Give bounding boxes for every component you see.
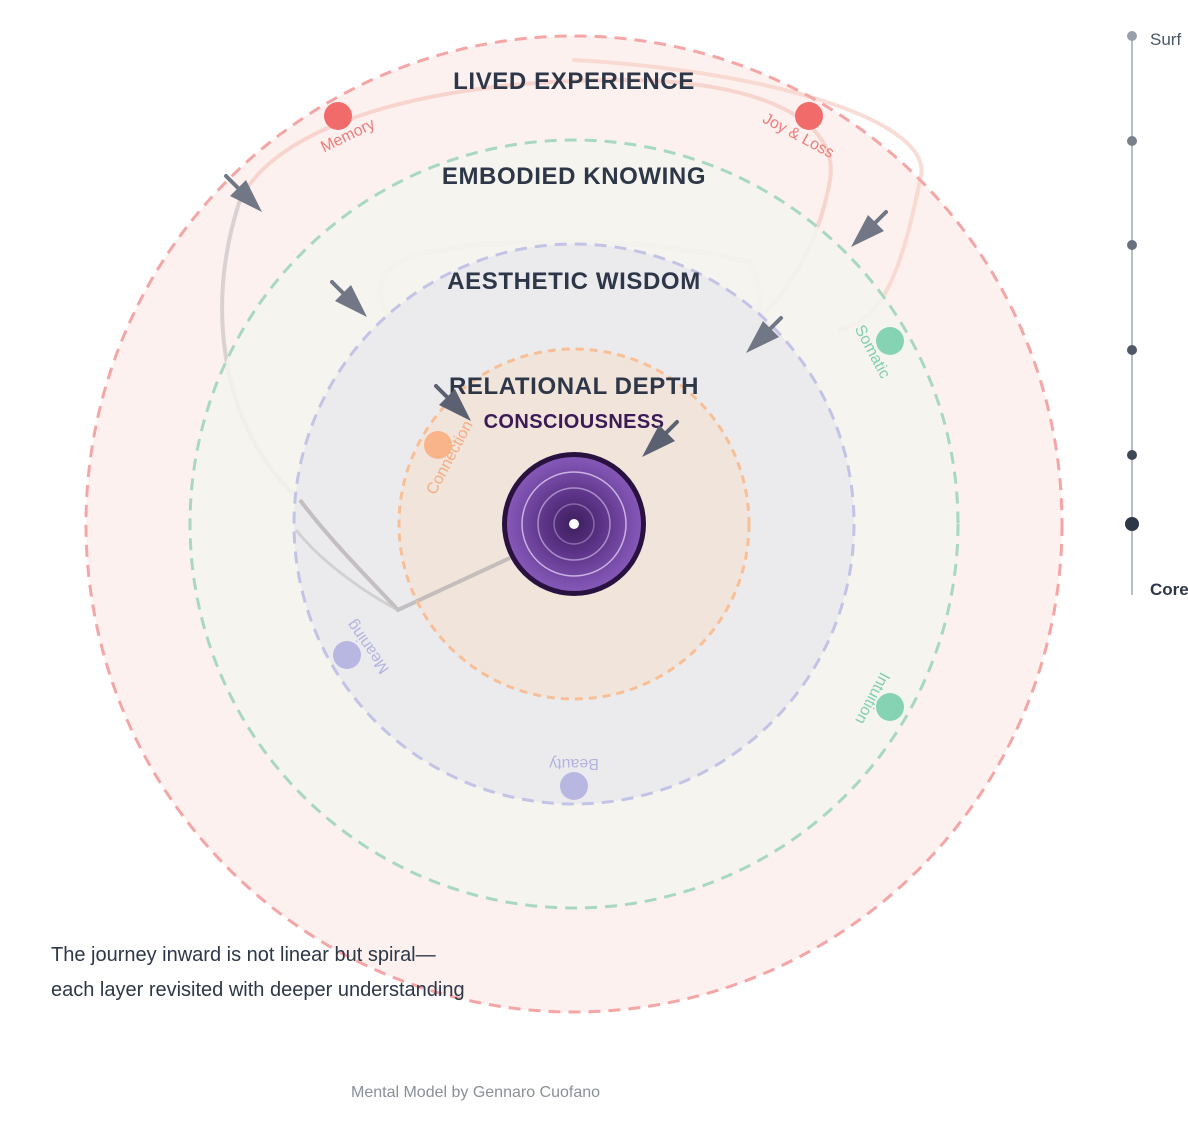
element-intuition-dot[interactable]	[876, 693, 904, 721]
layer-title-aesthetic: AESTHETIC WISDOM	[447, 268, 701, 295]
depth-marker-4[interactable]	[1127, 345, 1137, 355]
inward-arrows	[224, 174, 888, 457]
element-meaning-dot[interactable]	[333, 641, 361, 669]
depth-scale: Surf Core	[1125, 30, 1188, 599]
core-ring-3	[553, 503, 595, 545]
arrow-icon	[746, 316, 783, 353]
element-beauty-label: Beauty	[549, 755, 599, 772]
caption-line-2: each layer revisited with deeper underst…	[51, 979, 465, 1001]
layer-aesthetic-outline	[292, 242, 856, 806]
layer-relational-outline	[397, 347, 751, 701]
core-center-dot	[569, 519, 579, 529]
element-connection-dot[interactable]	[424, 431, 452, 459]
depth-marker-5[interactable]	[1127, 450, 1137, 460]
core-ring-1	[521, 471, 627, 577]
arrow-icon	[642, 420, 679, 457]
spiral-inner-trace-2	[294, 529, 399, 612]
layer-lived-outline	[84, 34, 1064, 1014]
layer-title-relational: RELATIONAL DEPTH	[449, 373, 699, 400]
depth-marker-surface[interactable]	[1127, 31, 1137, 41]
layer-embodied-outline	[188, 138, 960, 910]
element-joy-loss-dot[interactable]	[795, 102, 823, 130]
depth-marker-3[interactable]	[1127, 240, 1137, 250]
depth-scale-top-label: Surf	[1150, 30, 1181, 49]
layer-title-lived: LIVED EXPERIENCE	[453, 68, 695, 95]
element-beauty-dot[interactable]	[560, 772, 588, 800]
spiral-inner-trace	[298, 498, 511, 613]
caption-line-1: The journey inward is not linear but spi…	[51, 944, 436, 966]
depth-marker-2[interactable]	[1127, 136, 1137, 146]
core-ring-2	[537, 487, 611, 561]
footer-credit: Mental Model by Gennaro Cuofano	[351, 1084, 601, 1101]
depth-marker-core[interactable]	[1125, 517, 1139, 531]
element-somatic-dot[interactable]	[876, 327, 904, 355]
core-title: CONSCIOUSNESS	[484, 411, 665, 433]
caption: The journey inward is not linear but spi…	[51, 938, 571, 1008]
element-beauty[interactable]: Beauty	[549, 755, 599, 800]
arrow-icon	[434, 384, 471, 421]
element-memory-dot[interactable]	[324, 102, 352, 130]
depth-scale-bottom-label: Core	[1150, 580, 1188, 599]
arrow-icon	[851, 210, 888, 247]
core-consciousness[interactable]	[502, 452, 646, 596]
arrow-icon	[224, 174, 262, 212]
arrow-icon	[330, 280, 367, 317]
layer-title-embodied: EMBODIED KNOWING	[442, 163, 706, 190]
